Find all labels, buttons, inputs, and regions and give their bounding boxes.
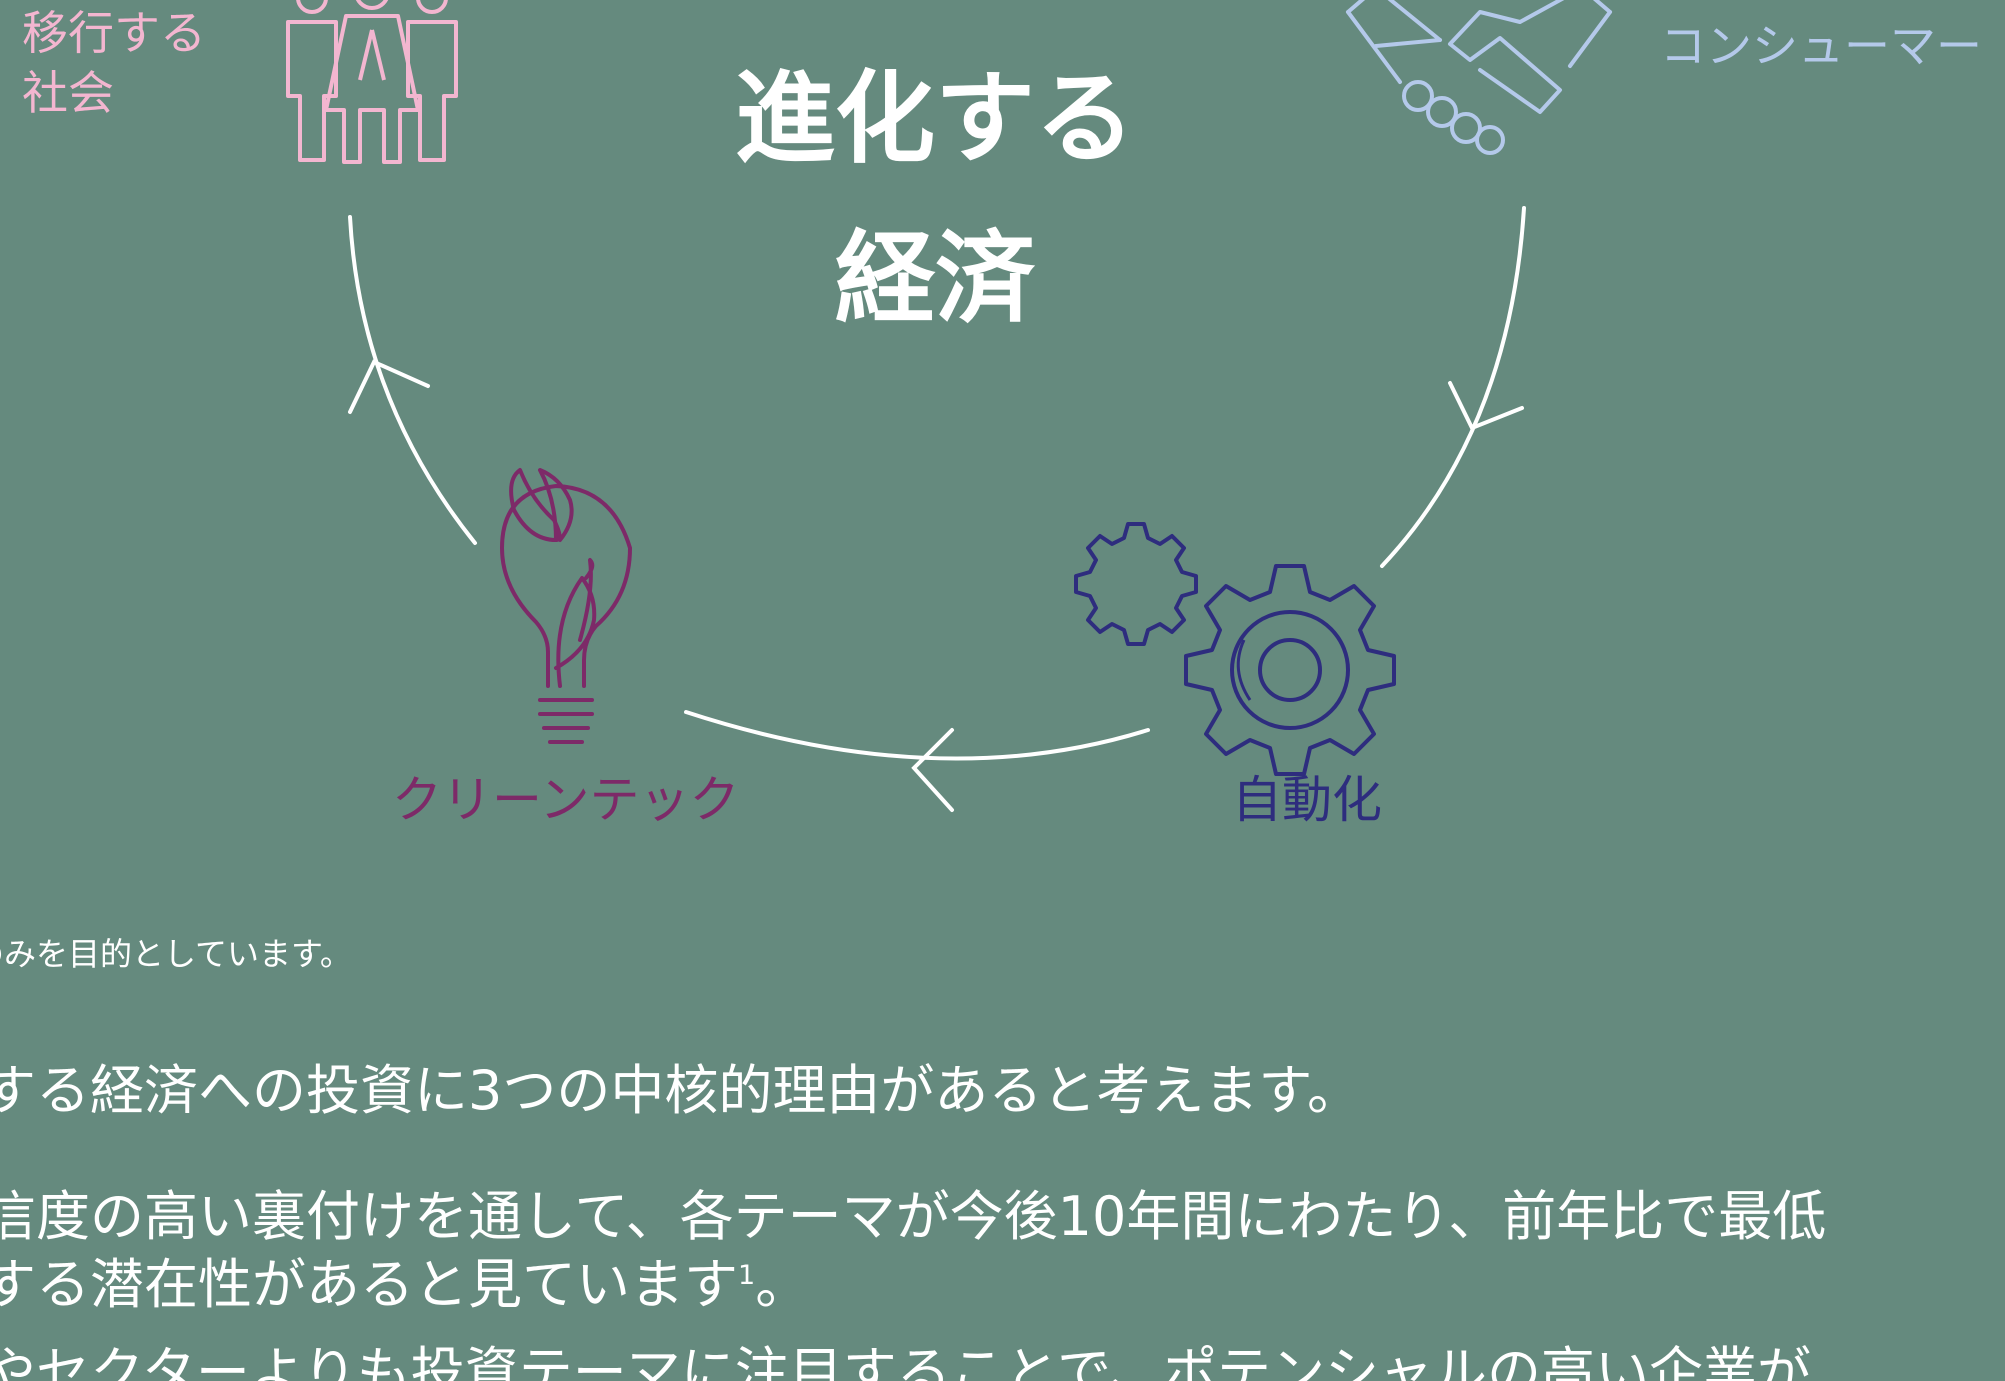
footnote-marker: 1: [738, 1260, 756, 1291]
lightbulb-leaf-icon: [500, 468, 632, 744]
cycle-arrowhead-bottom: [911, 728, 954, 812]
diagram-title-line2: 経済: [835, 220, 1035, 337]
people-icon: [286, 0, 458, 164]
body-text-line2b: する潜在性があると見ています1。: [0, 1253, 810, 1316]
disclaimer-note: のみを目的としています。: [0, 935, 352, 973]
body-text-line2b-main: する潜在性があると見ています: [0, 1253, 738, 1316]
theme-label-consumer: コンシューマー: [1660, 19, 1982, 73]
handshake-icon: [1346, 0, 1612, 155]
body-text-line2a: 信度の高い裏付けを通して、各テーマが今後10年間にわたり、前年比で最低: [0, 1185, 1827, 1248]
body-text-line1: する経済への投資に3つの中核的理由があると考えます。: [0, 1059, 1361, 1122]
theme-label-society: 移行する 社会: [22, 4, 242, 124]
cycle-arc-left: [348, 215, 477, 545]
cycle-arc-right: [1380, 206, 1526, 568]
theme-label-cleantech: クリーンテック: [392, 771, 740, 829]
cycle-arrowhead-left: [348, 359, 430, 414]
body-text-line2b-end: 。: [755, 1253, 810, 1316]
diagram-title-line1: 進化する: [735, 60, 1135, 177]
body-text-line3: やセクターよりも投資テーマに注目することで、ポテンシャルの高い企業が: [0, 1341, 1811, 1381]
gears-icon: [1074, 522, 1396, 776]
theme-label-society-line1: 移行する: [22, 6, 206, 60]
cycle-arc-bottom: [684, 710, 1150, 761]
cycle-arrowhead-right: [1448, 381, 1524, 431]
theme-label-automation: 自動化: [1232, 771, 1382, 829]
theme-label-society-line2: 社会: [22, 65, 114, 120]
